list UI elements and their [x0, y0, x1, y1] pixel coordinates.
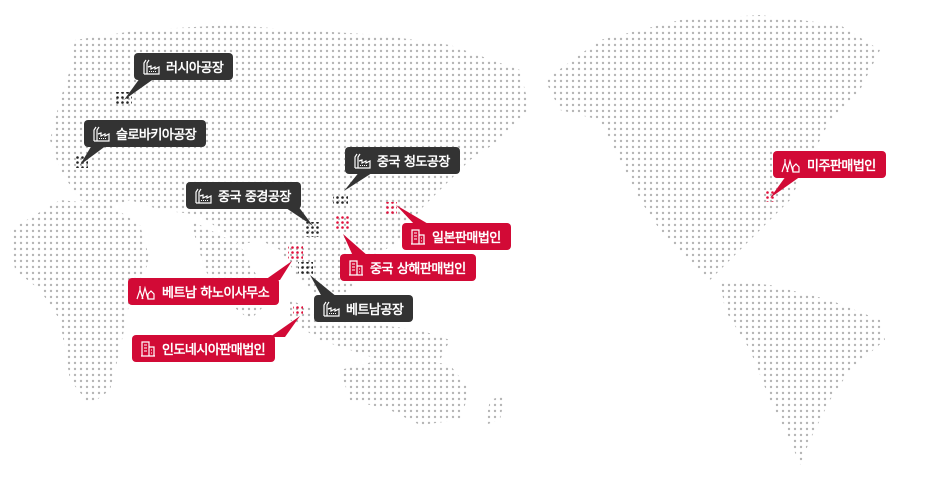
marker-indonesia[interactable]: [293, 305, 303, 315]
marker-qingdao[interactable]: [333, 194, 348, 204]
marker-chongqing[interactable]: [305, 222, 320, 237]
marker-usa[interactable]: [764, 190, 776, 202]
label-text: 베트남 하노이사무소: [162, 286, 270, 301]
building-icon: [349, 259, 363, 276]
label-japan-sales[interactable]: 일본판매법인: [402, 223, 511, 250]
marker-vietnam[interactable]: [298, 262, 313, 274]
label-indonesia-sales[interactable]: 인도네시아판매법인: [132, 335, 276, 362]
label-pointers: [80, 78, 801, 337]
office-people-icon: [136, 285, 155, 300]
label-slovakia-factory[interactable]: 슬로바키아공장: [84, 120, 207, 147]
label-text: 일본판매법인: [432, 231, 501, 246]
building-icon: [141, 340, 155, 357]
label-text: 베트남공장: [346, 303, 404, 318]
label-text: 미주판매법인: [807, 159, 876, 174]
label-shanghai-sales[interactable]: 중국 상해판매법인: [340, 254, 476, 281]
factory-icon: [323, 301, 340, 317]
label-chongqing-factory[interactable]: 중국 중경공장: [186, 182, 301, 209]
label-hanoi-office[interactable]: 베트남 하노이사무소: [128, 278, 280, 305]
label-text: 인도네시아판매법인: [162, 343, 266, 358]
continent-australia: [340, 355, 505, 425]
label-usa-sales[interactable]: 미주판매법인: [773, 151, 886, 178]
label-qingdao-factory[interactable]: 중국 청도공장: [345, 147, 460, 174]
label-vietnam-factory[interactable]: 베트남공장: [314, 295, 414, 322]
label-text: 중국 상해판매법인: [370, 262, 466, 277]
factory-icon: [195, 188, 212, 204]
marker-japan[interactable]: [385, 202, 397, 214]
building-icon: [411, 228, 425, 245]
factory-icon: [93, 126, 110, 142]
continent-north-america: [545, 15, 880, 280]
continent-africa: [10, 200, 150, 405]
factory-icon: [143, 59, 160, 75]
label-text: 중국 중경공장: [218, 190, 291, 205]
factory-icon: [354, 153, 371, 169]
label-text: 중국 청도공장: [377, 155, 450, 170]
label-russia-factory[interactable]: 러시아공장: [134, 53, 234, 80]
office-people-icon: [781, 158, 800, 173]
label-text: 슬로바키아공장: [116, 128, 197, 143]
label-text: 러시아공장: [166, 61, 224, 76]
continent-south-america: [720, 280, 885, 465]
marker-shanghai[interactable]: [335, 215, 349, 229]
marker-hanoi[interactable]: [288, 245, 303, 260]
